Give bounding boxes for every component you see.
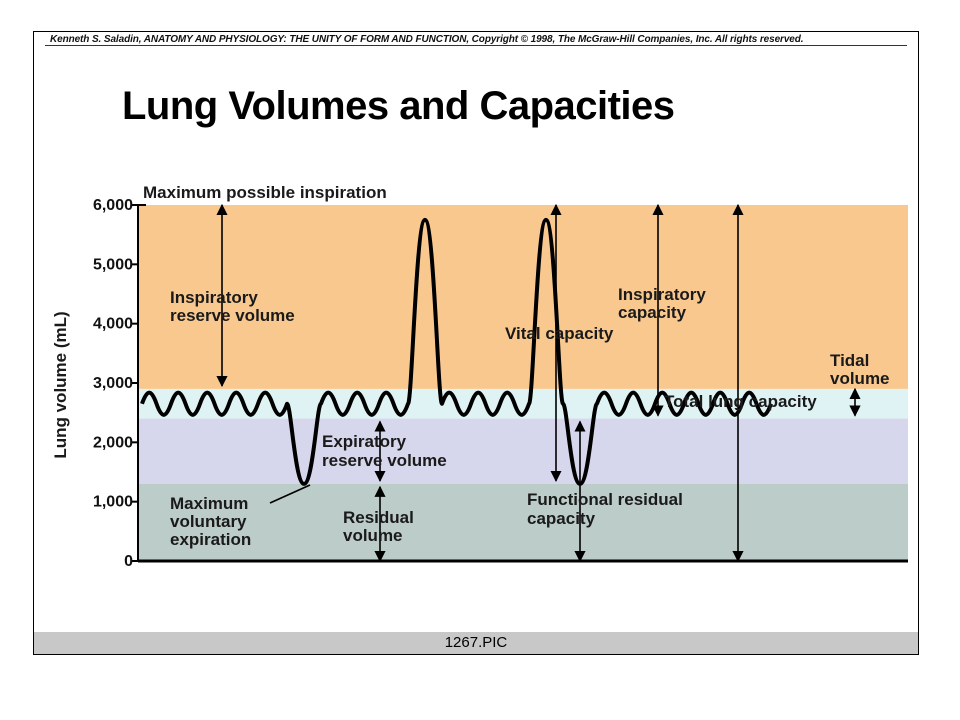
y-tick-label: 6,000 bbox=[93, 197, 133, 214]
label-ic-2: capacity bbox=[618, 303, 687, 322]
ylabel: Lung volume (mL) bbox=[51, 311, 70, 458]
label-tidal-2: volume bbox=[830, 369, 890, 388]
credit-divider bbox=[45, 45, 907, 46]
label-total-lung-capacity: Total lung capacity bbox=[664, 392, 817, 411]
measurement-arrows bbox=[138, 203, 861, 563]
label-erv-2: reserve volume bbox=[322, 451, 447, 470]
band-expiratory-reserve-volume bbox=[138, 418, 908, 484]
copyright-credit: Kenneth S. Saladin, ANATOMY AND PHYSIOLO… bbox=[50, 34, 804, 45]
y-tick-label: 0 bbox=[124, 553, 133, 570]
label-erv-1: Expiratory bbox=[322, 432, 407, 451]
leader-max-expiration bbox=[269, 484, 311, 504]
label-rv-2: volume bbox=[343, 526, 403, 545]
footer-caption: 1267.PIC bbox=[34, 632, 918, 654]
volume-bands bbox=[138, 205, 908, 561]
label-irv-1: Inspiratory bbox=[170, 288, 258, 307]
y-tick-label: 2,000 bbox=[93, 434, 133, 451]
y-tick-label: 1,000 bbox=[93, 494, 133, 511]
label-mve-2: voluntary bbox=[170, 512, 247, 531]
label-tidal-1: Tidal bbox=[830, 351, 869, 370]
band-residual-volume bbox=[138, 483, 908, 561]
label-max-inspiration: Maximum possible inspiration bbox=[143, 183, 387, 202]
y-tick-label: 5,000 bbox=[93, 256, 133, 273]
label-frc-1: Functional residual bbox=[527, 490, 683, 509]
label-mve-3: expiration bbox=[170, 530, 251, 549]
y-tick-label: 4,000 bbox=[93, 316, 133, 333]
y-ticks: 0 1,000 2,000 3,000 4,000 5,000 6,000 bbox=[93, 197, 138, 570]
label-frc-2: capacity bbox=[527, 509, 596, 528]
label-mve-1: Maximum bbox=[170, 494, 248, 513]
label-rv-1: Residual bbox=[343, 508, 414, 527]
y-tick-label: 3,000 bbox=[93, 375, 133, 392]
band-inspiratory-reserve-volume bbox=[138, 205, 908, 389]
chart-title: Lung Volumes and Capacities bbox=[122, 84, 675, 128]
label-ic-1: Inspiratory bbox=[618, 285, 706, 304]
label-vital-capacity: Vital capacity bbox=[505, 324, 614, 343]
label-irv-2: reserve volume bbox=[170, 306, 295, 325]
